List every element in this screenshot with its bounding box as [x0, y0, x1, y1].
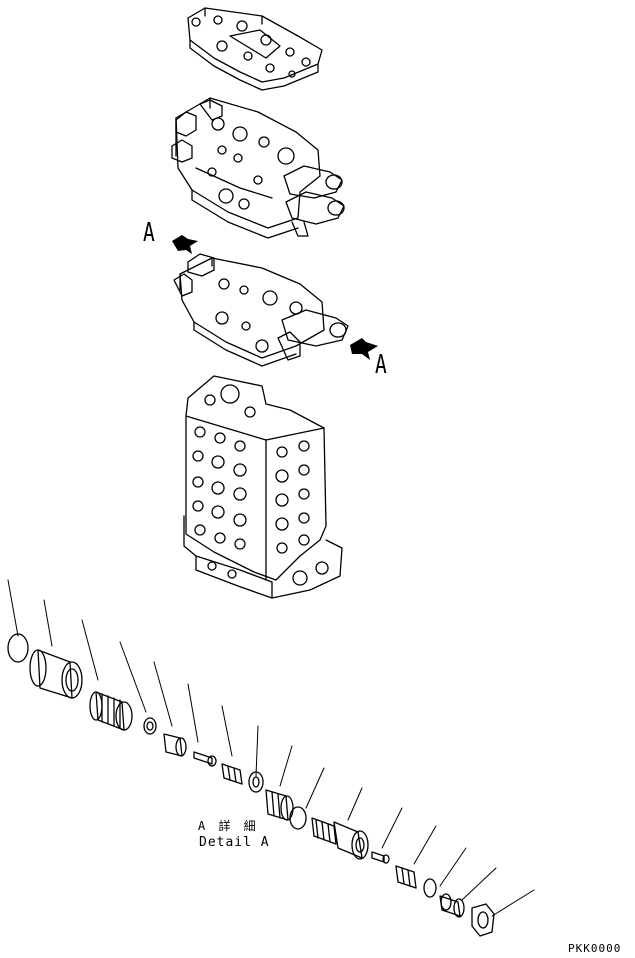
- detail-title-en: Detail A: [199, 835, 270, 850]
- small-spring: [221, 763, 243, 785]
- spring-2: [395, 865, 417, 889]
- washer-1-inner: [146, 721, 154, 731]
- cover-plate: [187, 7, 323, 91]
- detail-title-jp: A 詳 細: [198, 819, 259, 833]
- callout-arrow-upper: [172, 235, 198, 254]
- middle-valve-section: [173, 253, 349, 367]
- washer-1: [143, 717, 157, 735]
- poppet: [371, 851, 390, 864]
- plug: [29, 649, 83, 699]
- drawing-code: PKK0000: [568, 942, 622, 955]
- o-ring-1: [7, 633, 29, 663]
- main-valve-body: [183, 375, 343, 599]
- upper-valve-section: [171, 97, 345, 239]
- leader-lines: [7, 579, 535, 917]
- o-ring-2: [289, 806, 307, 830]
- lock-nut: [471, 903, 495, 937]
- detail-a-parts: [7, 633, 495, 937]
- callout-arrow-lower: [350, 338, 378, 360]
- sleeve: [163, 733, 187, 757]
- callout-label-upper: A: [143, 218, 155, 248]
- adjusting-screw: [439, 893, 465, 918]
- callout-label-lower: A: [375, 350, 387, 380]
- o-ring-3: [423, 878, 437, 898]
- pin: [193, 751, 217, 767]
- port-holes: [192, 426, 329, 586]
- spring-retainer: [89, 691, 133, 731]
- piston: [265, 789, 294, 821]
- valve-cartridge: [311, 817, 369, 860]
- washer-2: [248, 771, 264, 793]
